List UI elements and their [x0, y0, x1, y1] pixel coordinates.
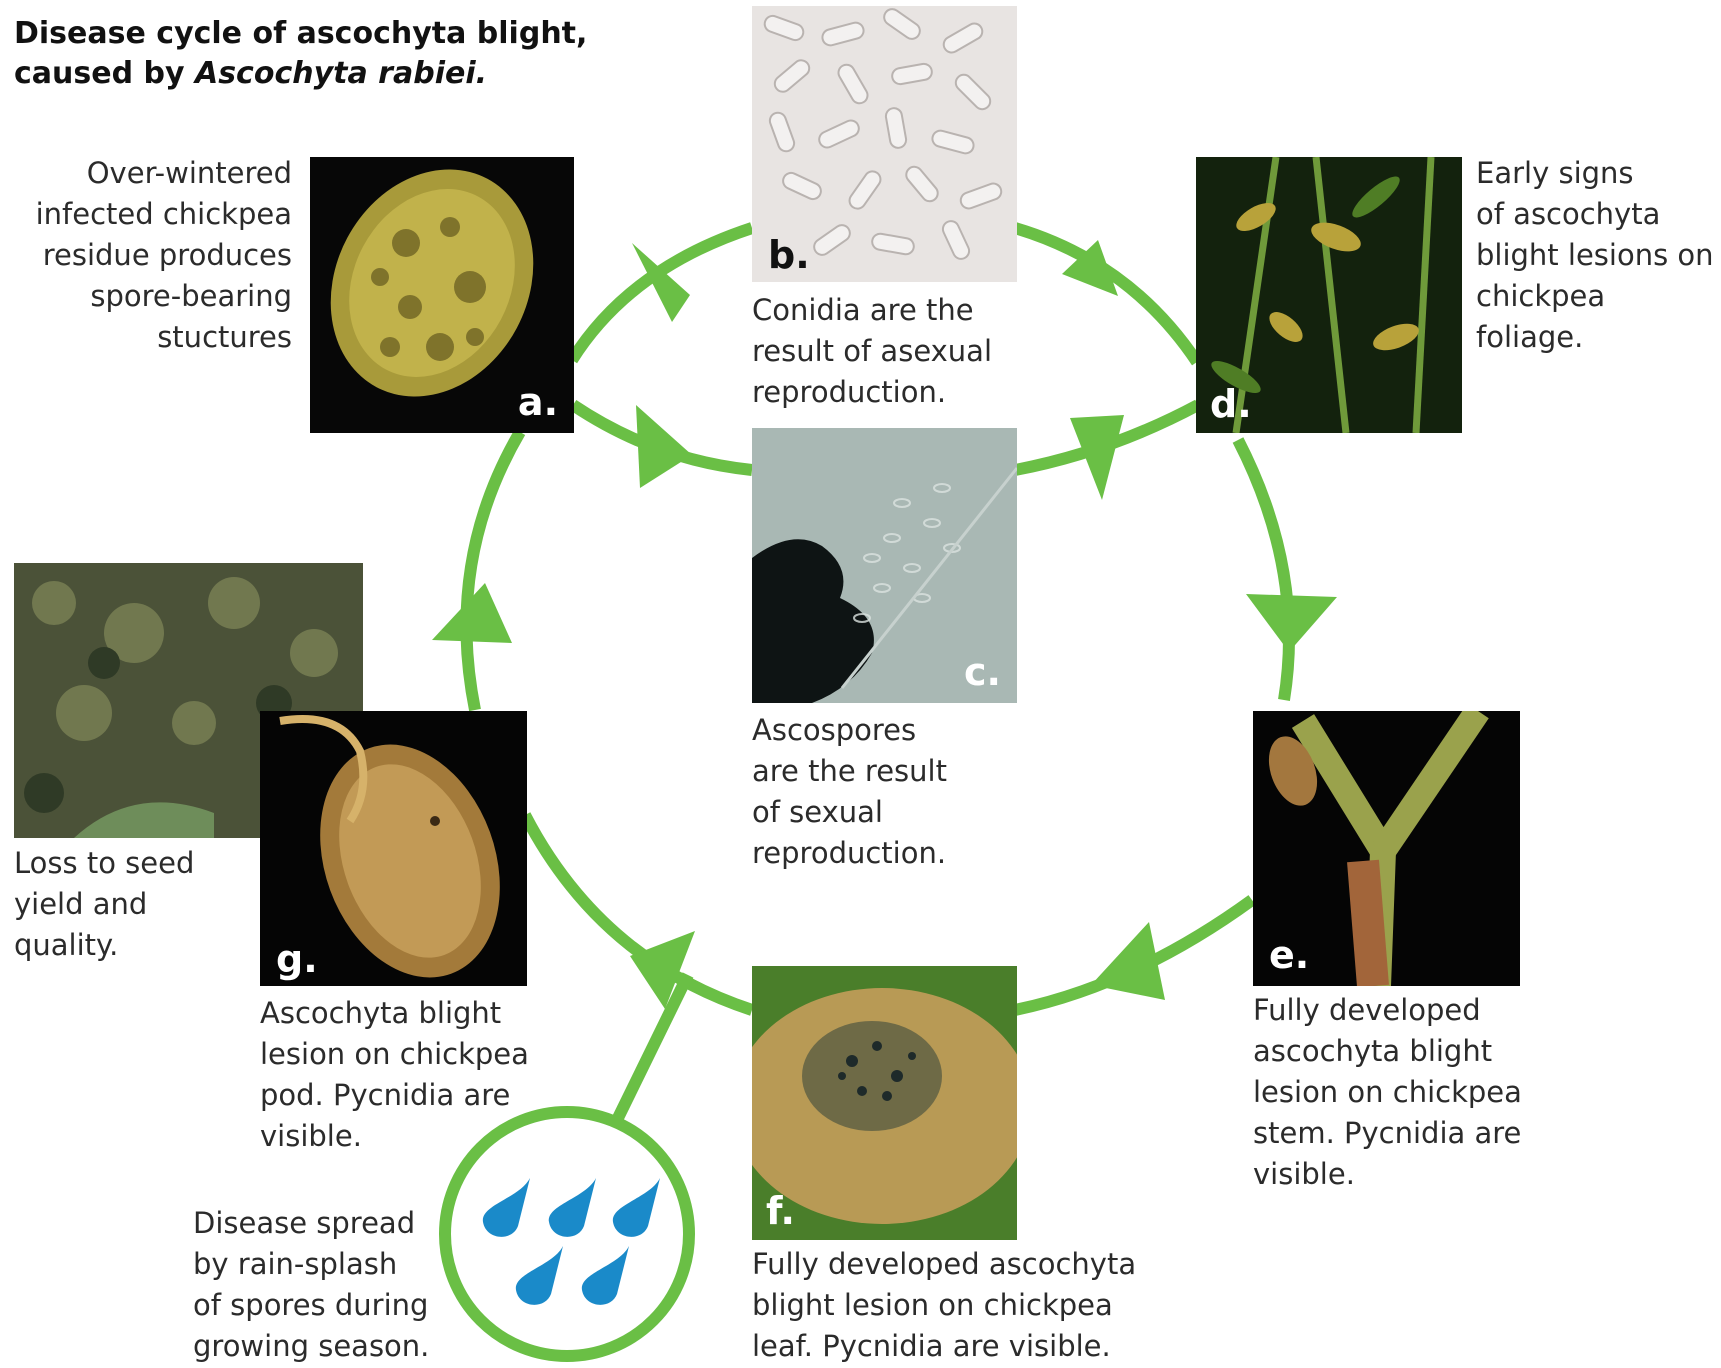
photo-b-conidia: b. — [752, 6, 1017, 282]
caption-d-line: of ascochyta — [1476, 194, 1716, 235]
caption-d-line: chickpea foliage. — [1476, 276, 1716, 358]
caption-c-line: are the result — [752, 751, 1012, 792]
photo-a-infected-residue: a. — [310, 157, 574, 433]
caption-c-line: Ascospores — [752, 710, 1012, 751]
caption-c-line: of sexual — [752, 792, 1012, 833]
photo-f-label: f. — [766, 1192, 795, 1230]
caption-b: Conidia are the result of asexual reprod… — [752, 290, 1032, 413]
caption-rain-line: growing season. — [193, 1326, 433, 1367]
photo-d-foliage: d. — [1196, 157, 1462, 433]
photo-g-pod-lesion: g. — [260, 711, 527, 986]
arc-g-to-a — [466, 432, 520, 710]
caption-d-line: Early signs — [1476, 153, 1716, 194]
photo-d-label: d. — [1210, 385, 1252, 423]
caption-loss-line: Loss to seed — [14, 843, 234, 884]
arrowhead-a-to-c — [636, 405, 692, 488]
caption-d: Early signs of ascochyta blight lesions … — [1476, 153, 1716, 358]
caption-rain-line: by rain-splash — [193, 1244, 433, 1285]
caption-rain-line: of spores during — [193, 1285, 433, 1326]
rain-stem — [618, 975, 688, 1118]
caption-e-line: Fully developed — [1253, 990, 1553, 1031]
arc-f-to-g — [525, 815, 752, 1010]
caption-loss: Loss to seed yield and quality. — [14, 843, 234, 966]
caption-b-line: result of asexual — [752, 331, 1032, 372]
caption-a-line: Over-wintered — [14, 153, 292, 194]
caption-g-line: pod. Pycnidia are — [260, 1075, 560, 1116]
caption-loss-line: yield and — [14, 884, 234, 925]
arc-b-to-d — [1015, 228, 1197, 362]
photo-c-label: c. — [964, 653, 1001, 691]
caption-e-line: visible. — [1253, 1154, 1553, 1195]
caption-e: Fully developed ascochyta blight lesion … — [1253, 990, 1553, 1195]
caption-a-line: residue produces — [14, 235, 292, 276]
caption-rain: Disease spread by rain-splash of spores … — [193, 1203, 433, 1367]
caption-b-line: reproduction. — [752, 372, 1032, 413]
caption-g-line: lesion on chickpea — [260, 1034, 560, 1075]
caption-d-line: blight lesions on — [1476, 235, 1716, 276]
caption-f-line: leaf. Pycnidia are visible. — [752, 1326, 1152, 1367]
photo-g-label: g. — [276, 940, 318, 978]
arc-d-to-e — [1238, 440, 1289, 700]
photo-c-ascospores: c. — [752, 428, 1017, 703]
photo-f-leaf-lesion: f. — [752, 966, 1017, 1240]
photo-b-label: b. — [768, 236, 810, 274]
photo-a-label: a. — [518, 383, 558, 421]
caption-rain-line: Disease spread — [193, 1203, 433, 1244]
caption-e-line: lesion on chickpea — [1253, 1072, 1553, 1113]
caption-g-line: Ascochyta blight — [260, 993, 560, 1034]
caption-g: Ascochyta blight lesion on chickpea pod.… — [260, 993, 560, 1157]
caption-loss-line: quality. — [14, 925, 234, 966]
caption-c-line: reproduction. — [752, 833, 1012, 874]
caption-c: Ascospores are the result of sexual repr… — [752, 710, 1012, 874]
caption-a: Over-wintered infected chickpea residue … — [14, 153, 292, 358]
photo-e-stem-lesion: e. — [1253, 711, 1520, 986]
caption-a-line: stuctures — [14, 317, 292, 358]
caption-f-line: Fully developed ascochyta — [752, 1244, 1152, 1285]
caption-a-line: spore-bearing — [14, 276, 292, 317]
caption-e-line: ascochyta blight — [1253, 1031, 1553, 1072]
caption-e-line: stem. Pycnidia are — [1253, 1113, 1553, 1154]
arrowhead-d-to-e — [1246, 594, 1337, 652]
caption-a-line: infected chickpea — [14, 194, 292, 235]
arrowhead-f-to-g — [630, 931, 695, 1009]
photo-e-label: e. — [1269, 936, 1309, 974]
caption-f-line: blight lesion on chickpea — [752, 1285, 1152, 1326]
caption-f: Fully developed ascochyta blight lesion … — [752, 1244, 1152, 1367]
caption-b-line: Conidia are the — [752, 290, 1032, 331]
caption-g-line: visible. — [260, 1116, 560, 1157]
